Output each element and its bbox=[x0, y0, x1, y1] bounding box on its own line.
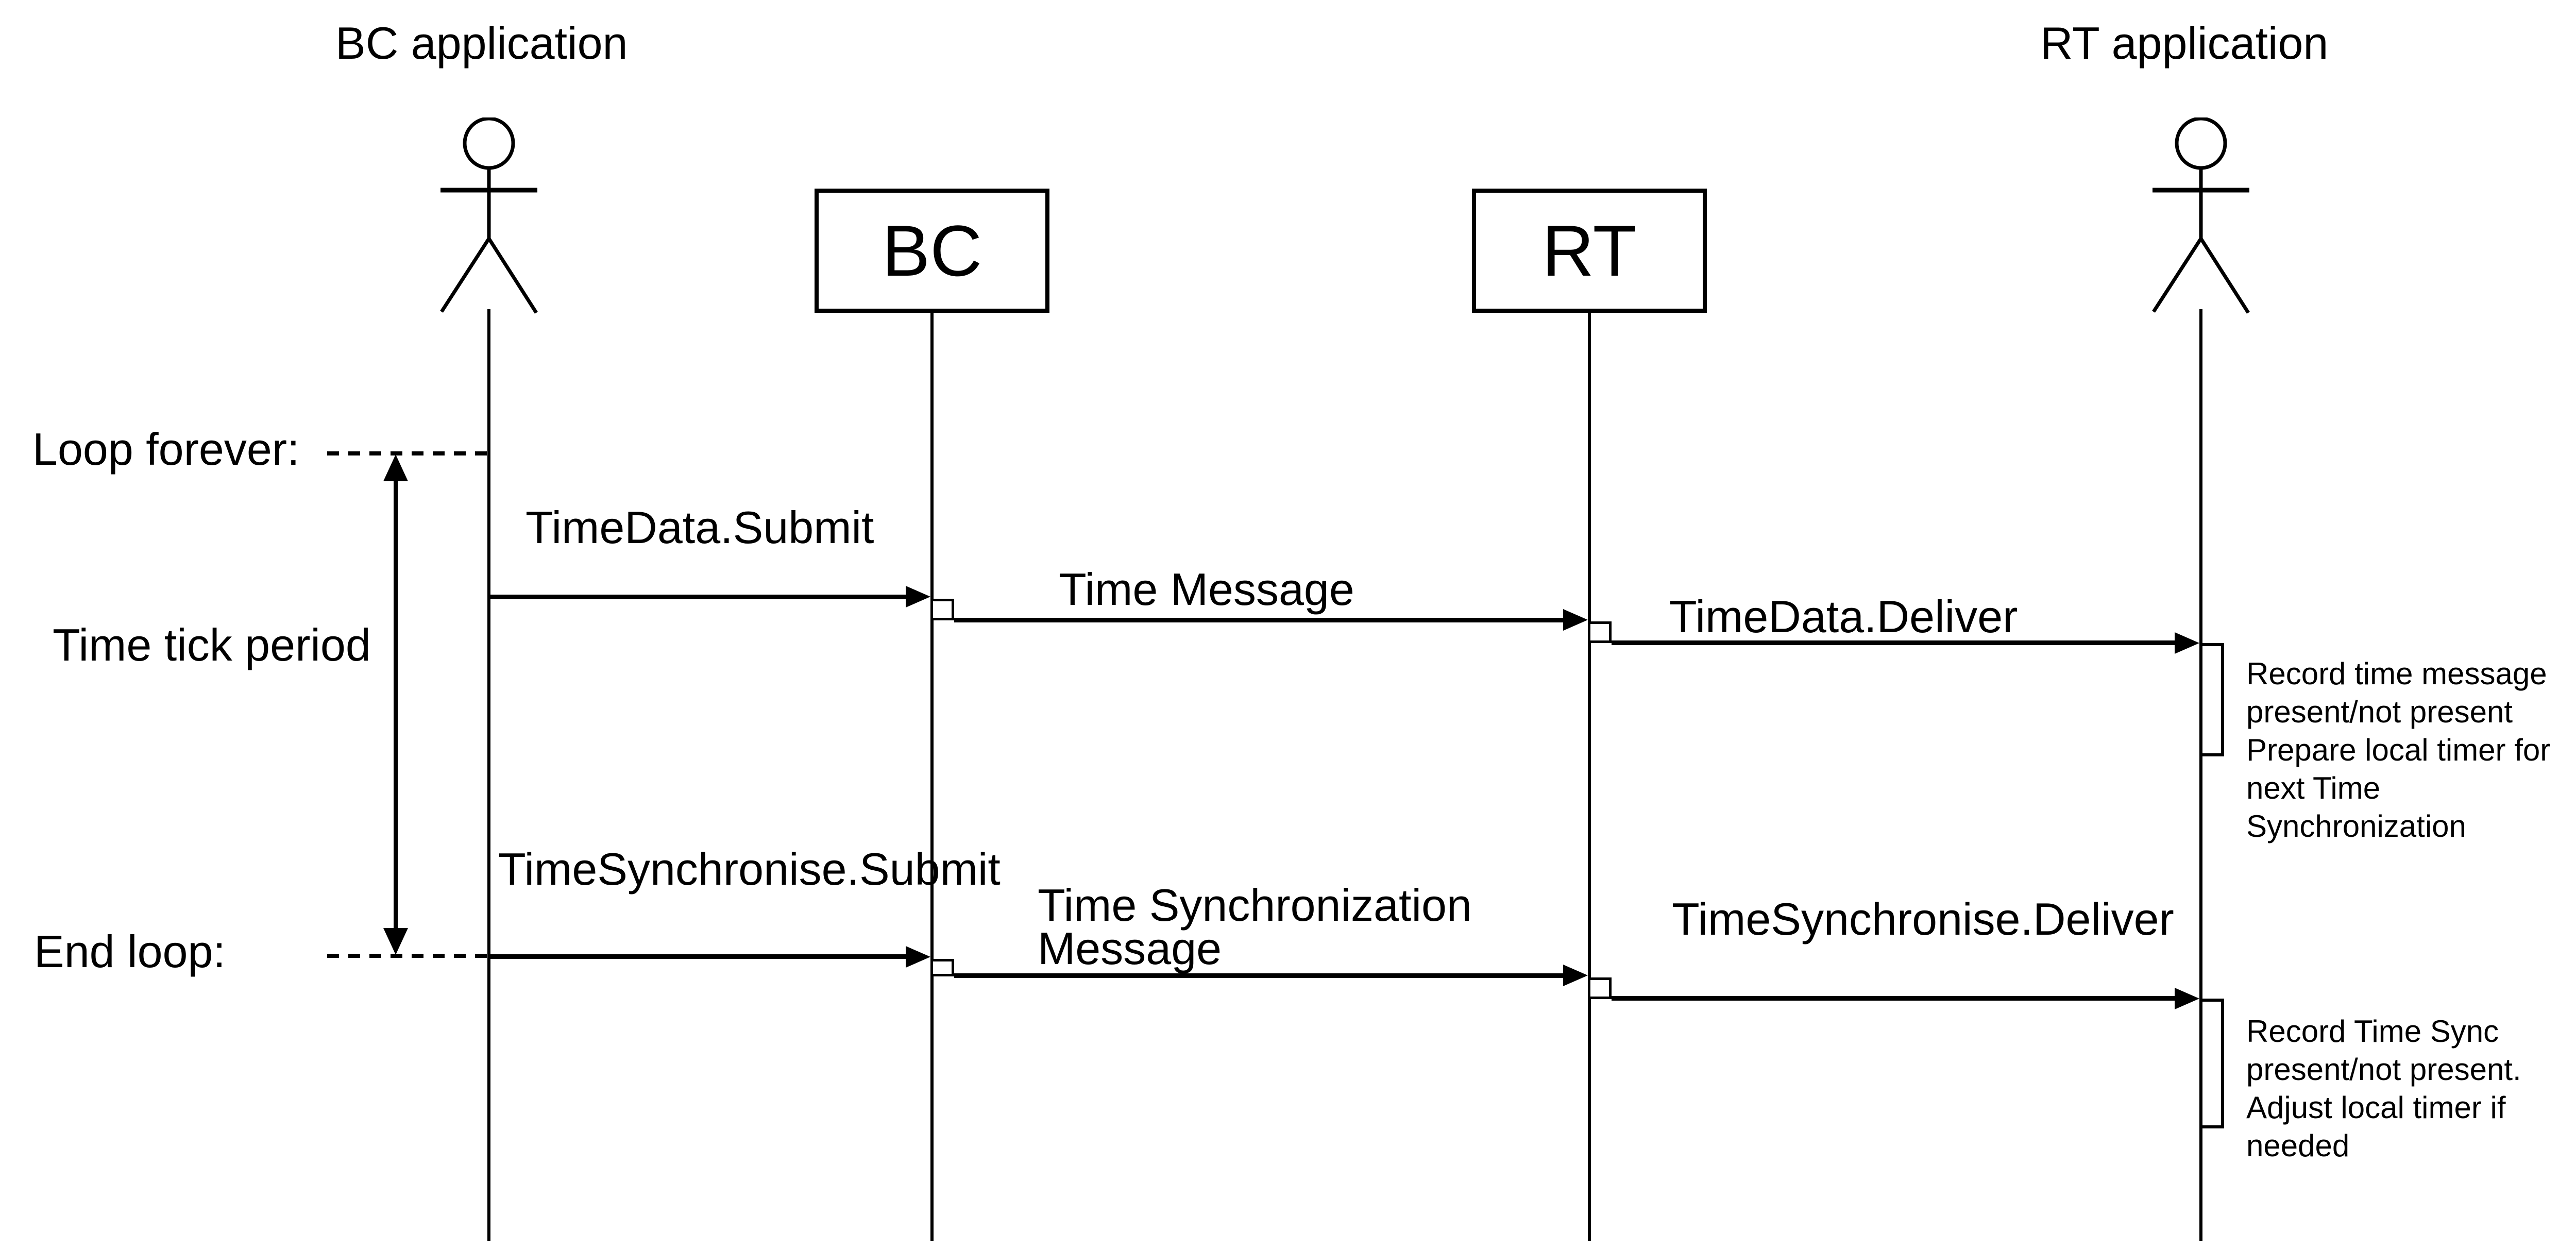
bc-activation-stub-1 bbox=[930, 599, 954, 620]
bc-object-label: BC bbox=[882, 210, 982, 291]
timesynchronise-deliver-label: TimeSynchronise.Deliver bbox=[1672, 893, 2174, 944]
time-message-arrow-line bbox=[954, 618, 1564, 622]
rt-object-label: RT bbox=[1541, 210, 1637, 291]
rt-application-title: RT application bbox=[2040, 18, 2329, 69]
rt-activation-stub-2 bbox=[1588, 977, 1612, 999]
time-message-arrowhead-icon bbox=[1563, 609, 1588, 631]
bc-object-box: BC bbox=[815, 189, 1049, 313]
rt-actor-activation-1 bbox=[2199, 643, 2224, 756]
time-sync-message-arrowhead-icon bbox=[1563, 965, 1588, 986]
timesynchronise-submit-arrow-line bbox=[489, 954, 907, 959]
loop-forever-label: Loop forever: bbox=[32, 424, 300, 475]
time-sync-message-label: Time Synchronization Message bbox=[1038, 880, 1472, 974]
time-tick-period-arrow-line bbox=[394, 466, 398, 943]
time-sync-message-arrow-line bbox=[954, 973, 1564, 978]
rt-lifeline bbox=[1588, 313, 1591, 1241]
timedata-deliver-arrow-line bbox=[1612, 640, 2175, 645]
timesynchronise-submit-arrowhead-icon bbox=[906, 946, 930, 968]
bc-actor-icon bbox=[440, 117, 538, 314]
timedata-submit-arrowhead-icon bbox=[906, 586, 930, 607]
bc-application-title: BC application bbox=[335, 18, 628, 69]
rt-object-box: RT bbox=[1472, 189, 1707, 313]
time-tick-period-arrow-up-icon bbox=[383, 454, 408, 481]
annotation-record-time-message: Record time message present/not present … bbox=[2246, 656, 2551, 843]
bc-activation-stub-2 bbox=[930, 959, 954, 976]
timesynchronise-deliver-arrowhead-icon bbox=[2175, 988, 2199, 1009]
timedata-submit-label: TimeData.Submit bbox=[526, 502, 874, 553]
rt-actor-lifeline bbox=[2199, 309, 2202, 1241]
time-tick-period-arrow-down-icon bbox=[383, 928, 408, 955]
timedata-deliver-label: TimeData.Deliver bbox=[1669, 591, 2018, 642]
end-loop-label: End loop: bbox=[34, 926, 226, 977]
loop-start-dashed-line bbox=[327, 451, 489, 455]
rt-actor-activation-2 bbox=[2199, 999, 2224, 1128]
time-tick-period-label: Time tick period bbox=[53, 619, 371, 670]
rt-actor-icon bbox=[2152, 117, 2250, 314]
bc-lifeline bbox=[930, 313, 934, 1241]
time-message-label: Time Message bbox=[1059, 564, 1354, 615]
timedata-submit-arrow-line bbox=[489, 595, 907, 599]
loop-end-dashed-line bbox=[327, 954, 489, 958]
timedata-deliver-arrowhead-icon bbox=[2175, 632, 2199, 654]
timesynchronise-deliver-arrow-line bbox=[1612, 996, 2175, 1001]
rt-activation-stub-1 bbox=[1588, 621, 1612, 643]
bc-actor-lifeline bbox=[487, 309, 490, 1241]
timesynchronise-submit-label: TimeSynchronise.Submit bbox=[498, 843, 1001, 894]
annotation-record-time-sync: Record Time Sync present/not present. Ad… bbox=[2246, 1014, 2521, 1163]
